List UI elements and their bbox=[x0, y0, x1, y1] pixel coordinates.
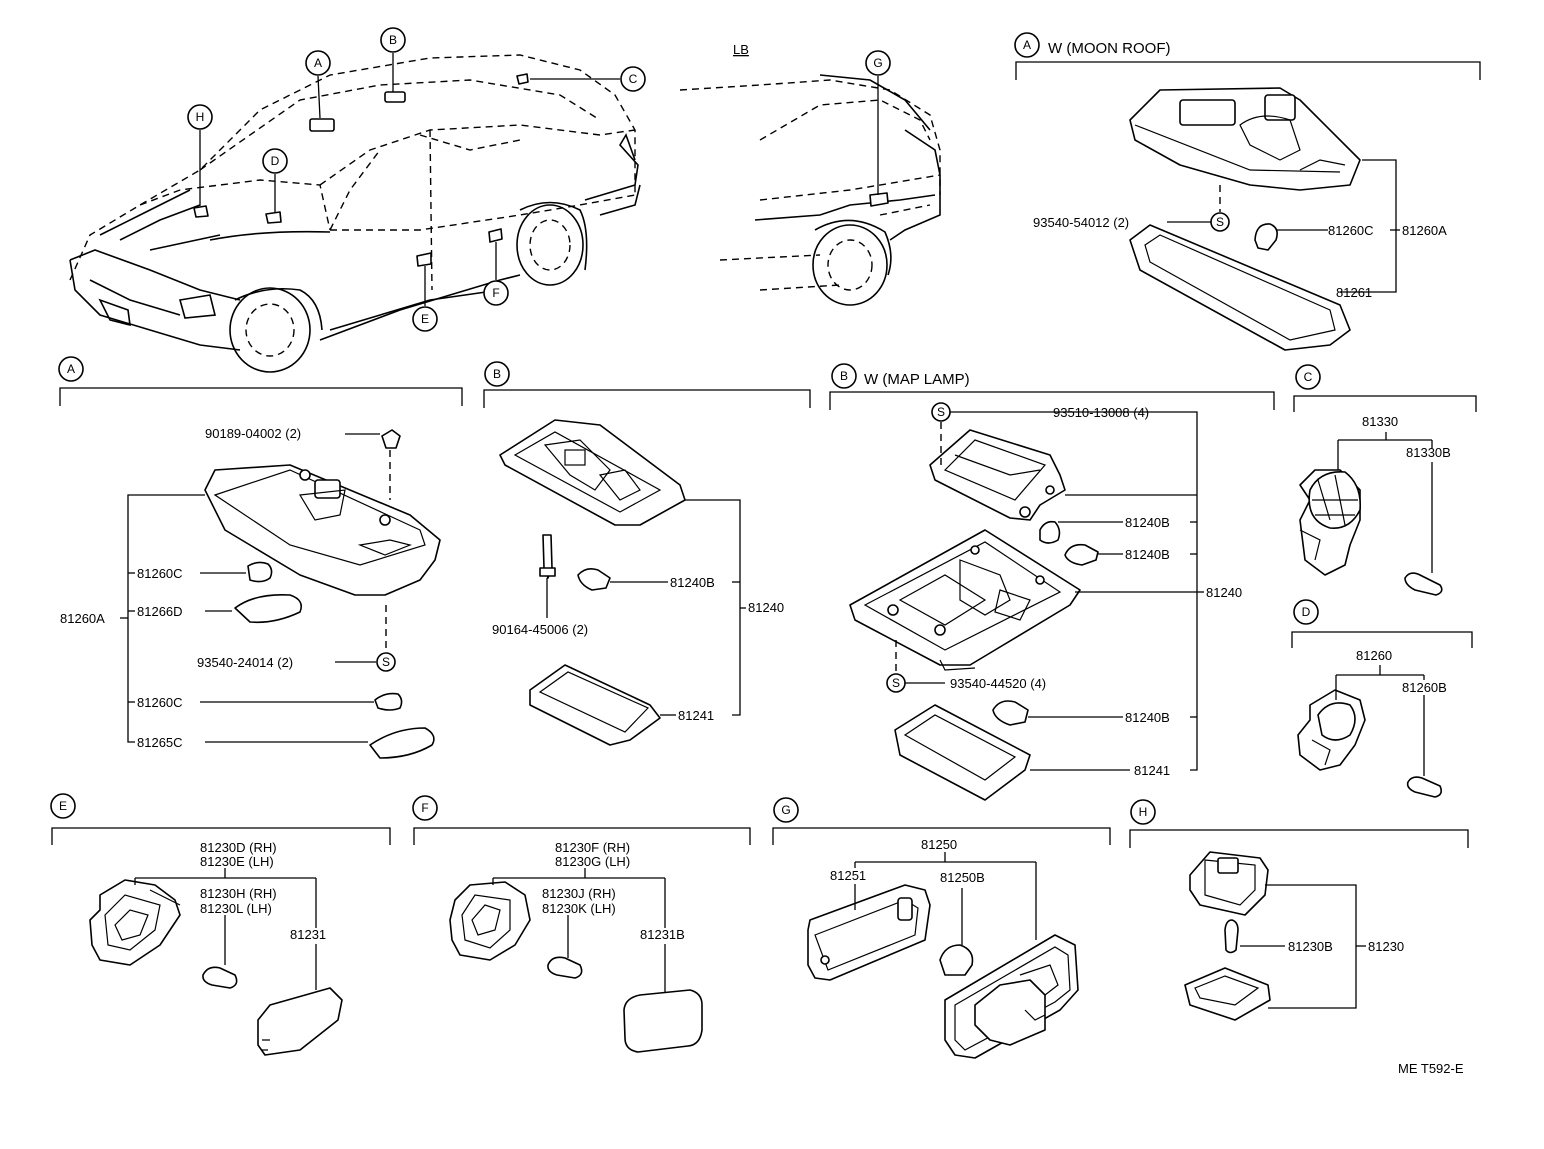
moonroof-lens-label: 81261 bbox=[1336, 285, 1372, 300]
maplamp-section bbox=[829, 391, 1275, 801]
maplamp-title: W (MAP LAMP) bbox=[864, 371, 970, 388]
f-assy-lh-label: 81230G (LH) bbox=[555, 854, 630, 869]
callout-b-maplamp: B bbox=[840, 369, 848, 383]
dome-a-lens2-label: 81265C bbox=[137, 735, 183, 750]
screw-symbol-maplamp-top: S bbox=[937, 405, 945, 419]
e-assy-rh-label: 81230D (RH) bbox=[200, 840, 277, 855]
g-bulb-label: 81250B bbox=[940, 870, 985, 885]
dome-a-bulb2-label: 81260C bbox=[137, 695, 183, 710]
maplamp-bulb3-label: 81240B bbox=[1125, 710, 1170, 725]
dome-a-section bbox=[59, 387, 463, 759]
callout-a-dome: A bbox=[67, 362, 75, 376]
callout-f-car: F bbox=[492, 286, 499, 300]
f-bulb-lh-label: 81230K (LH) bbox=[542, 901, 616, 916]
h-assy-label: 81230 bbox=[1368, 939, 1404, 954]
g-assy-label: 81250 bbox=[921, 837, 957, 852]
callout-a-moonroof: A bbox=[1023, 38, 1031, 52]
moonroof-section bbox=[1015, 61, 1481, 351]
section-h bbox=[1129, 829, 1469, 1021]
callout-h-car: H bbox=[196, 110, 205, 124]
e-lens-label: 81231 bbox=[290, 927, 326, 942]
callout-e-car: E bbox=[421, 312, 429, 326]
car-rear-view bbox=[679, 74, 941, 306]
callout-a-car: A bbox=[314, 56, 322, 70]
screw-symbol-dome-a: S bbox=[382, 655, 390, 669]
dome-b-screw-label: 90164-45006 (2) bbox=[492, 622, 588, 637]
car-front-view bbox=[69, 53, 641, 373]
section-g bbox=[772, 827, 1111, 1059]
f-assy-rh-label: 81230F (RH) bbox=[555, 840, 630, 855]
callout-c-car: C bbox=[629, 72, 638, 86]
lb-label: LB bbox=[733, 42, 749, 57]
e-bulb-rh-label: 81230H (RH) bbox=[200, 886, 277, 901]
callout-d-section: D bbox=[1302, 605, 1311, 619]
dome-b-lens-label: 81241 bbox=[678, 708, 714, 723]
h-bulb-label: 81230B bbox=[1288, 939, 1333, 954]
e-bulb-lh-label: 81230L (LH) bbox=[200, 901, 272, 916]
callout-c-section: C bbox=[1304, 370, 1313, 384]
moonroof-title: W (MOON ROOF) bbox=[1048, 40, 1170, 57]
e-assy-lh-label: 81230E (LH) bbox=[200, 854, 274, 869]
maplamp-lens-label: 81241 bbox=[1134, 763, 1170, 778]
maplamp-screw-bottom-label: 93540-44520 (4) bbox=[950, 676, 1046, 691]
callout-g-section: G bbox=[781, 803, 790, 817]
dome-a-assy-label: 81260A bbox=[60, 611, 105, 626]
dome-a-screw-label: 93540-24014 (2) bbox=[197, 655, 293, 670]
dome-a-lens1-label: 81266D bbox=[137, 604, 183, 619]
callout-b-dome: B bbox=[493, 367, 501, 381]
section-d bbox=[1291, 631, 1473, 798]
moonroof-assy-label: 81260A bbox=[1402, 223, 1447, 238]
callout-f-section: F bbox=[421, 801, 428, 815]
section-f bbox=[413, 827, 751, 1053]
dome-a-clip-label: 90189-04002 (2) bbox=[205, 426, 301, 441]
dome-b-assy-label: 81240 bbox=[748, 600, 784, 615]
g-lens-label: 81251 bbox=[830, 868, 866, 883]
maplamp-bulb1-label: 81240B bbox=[1125, 515, 1170, 530]
c-socket-label: 81330 bbox=[1362, 414, 1398, 429]
screw-symbol-moonroof: S bbox=[1216, 215, 1224, 229]
dome-b-section bbox=[483, 389, 811, 746]
d-socket-label: 81260 bbox=[1356, 648, 1392, 663]
section-c bbox=[1293, 395, 1477, 596]
callout-circles: A B C H D E F G A A B B C D E F G H S S … bbox=[50, 27, 1321, 825]
section-e bbox=[51, 827, 391, 1056]
labels: LB W (MOON ROOF) 93540-54012 (2) 81260C … bbox=[60, 40, 1464, 1076]
dome-b-bulb-label: 81240B bbox=[670, 575, 715, 590]
maplamp-assy-label: 81240 bbox=[1206, 585, 1242, 600]
diagram-code: ME T592-E bbox=[1398, 1061, 1464, 1076]
dome-a-bulb1-label: 81260C bbox=[137, 566, 183, 581]
moonroof-bulb-label: 81260C bbox=[1328, 223, 1374, 238]
maplamp-screw-top-label: 93510-13008 (4) bbox=[1053, 405, 1149, 420]
f-lens-label: 81231B bbox=[640, 927, 685, 942]
callout-g-car: G bbox=[873, 56, 882, 70]
maplamp-bulb2-label: 81240B bbox=[1125, 547, 1170, 562]
callout-e-section: E bbox=[59, 799, 67, 813]
f-bulb-rh-label: 81230J (RH) bbox=[542, 886, 616, 901]
screw-symbol-maplamp-bottom: S bbox=[892, 676, 900, 690]
d-bulb-label: 81260B bbox=[1402, 680, 1447, 695]
callout-d-car: D bbox=[271, 154, 280, 168]
callout-b-car: B bbox=[389, 33, 397, 47]
c-bulb-label: 81330B bbox=[1406, 445, 1451, 460]
callout-h-section: H bbox=[1139, 805, 1148, 819]
moonroof-screw-label: 93540-54012 (2) bbox=[1033, 215, 1129, 230]
